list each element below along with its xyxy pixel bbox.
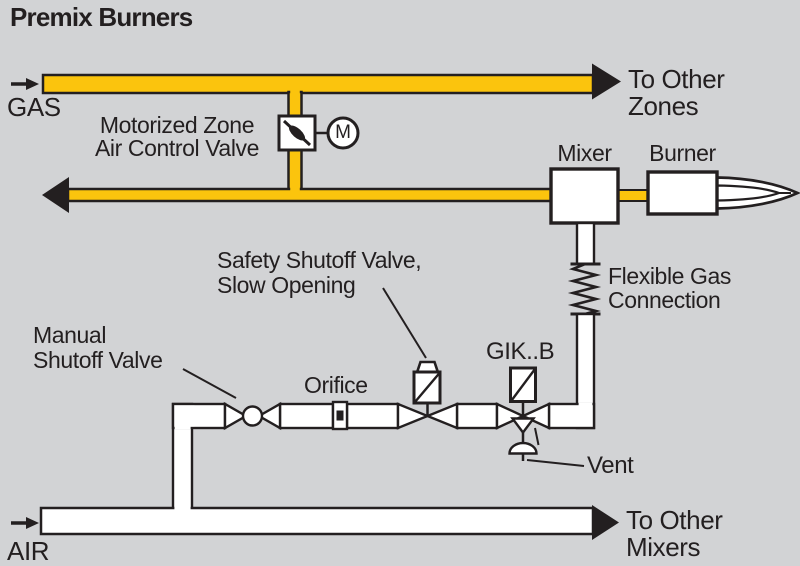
gas-label: GAS (7, 92, 61, 122)
air-inlet-arrow (11, 517, 39, 529)
manual-shutoff-valve-label: Manual Shutoff Valve (33, 322, 163, 373)
burner-label: Burner (649, 140, 716, 166)
zone-pipe-arrowhead (42, 177, 69, 213)
to-other-zones-label: To Other Zones (628, 64, 725, 121)
motorized-valve-symbol (277, 114, 360, 152)
vent-symbol (508, 417, 540, 461)
to-other-zones-arrowhead (592, 63, 621, 100)
flexible-connection-spring (567, 262, 602, 316)
gik-valve-label: GIK..B (486, 338, 555, 365)
zone-gas-pipe (66, 187, 553, 203)
safety-shutoff-valve-label: Safety Shutoff Valve, Slow Opening (217, 247, 422, 298)
vent-label: Vent (587, 452, 634, 479)
air-label: AIR (7, 536, 50, 566)
mixer-burner-pipe (617, 189, 651, 202)
page-title: Premix Burners (10, 2, 193, 32)
air-supply-pipe (39, 506, 595, 536)
manual-valve-pointer-line (182, 368, 237, 399)
flexible-connection (567, 221, 602, 316)
safety-shutoff-valve-symbol (396, 360, 459, 430)
flexible-gas-connection-label: Flexible Gas Connection (608, 263, 732, 313)
gik-valve-symbol (495, 366, 551, 430)
orifice-symbol (331, 400, 349, 431)
gas-inlet-arrow (11, 78, 39, 90)
motorized-valve-label: Motorized Zone Air Control Valve (94, 112, 260, 161)
burner-box (646, 170, 719, 216)
manual-shutoff-valve-symbol (223, 401, 282, 431)
mixer-label: Mixer (557, 140, 612, 166)
motor-indicator-circle (326, 116, 360, 150)
to-other-mixers-label: To Other Mixers (626, 505, 723, 562)
orifice-label: Orifice (304, 372, 368, 398)
mixer-box (549, 167, 620, 225)
motor-symbol-letter: M (335, 122, 351, 143)
vent-pointer-line (526, 459, 585, 467)
safety-valve-pointer-line (382, 287, 427, 359)
burner-flame (715, 176, 800, 210)
to-other-mixers-arrowhead (592, 505, 619, 540)
